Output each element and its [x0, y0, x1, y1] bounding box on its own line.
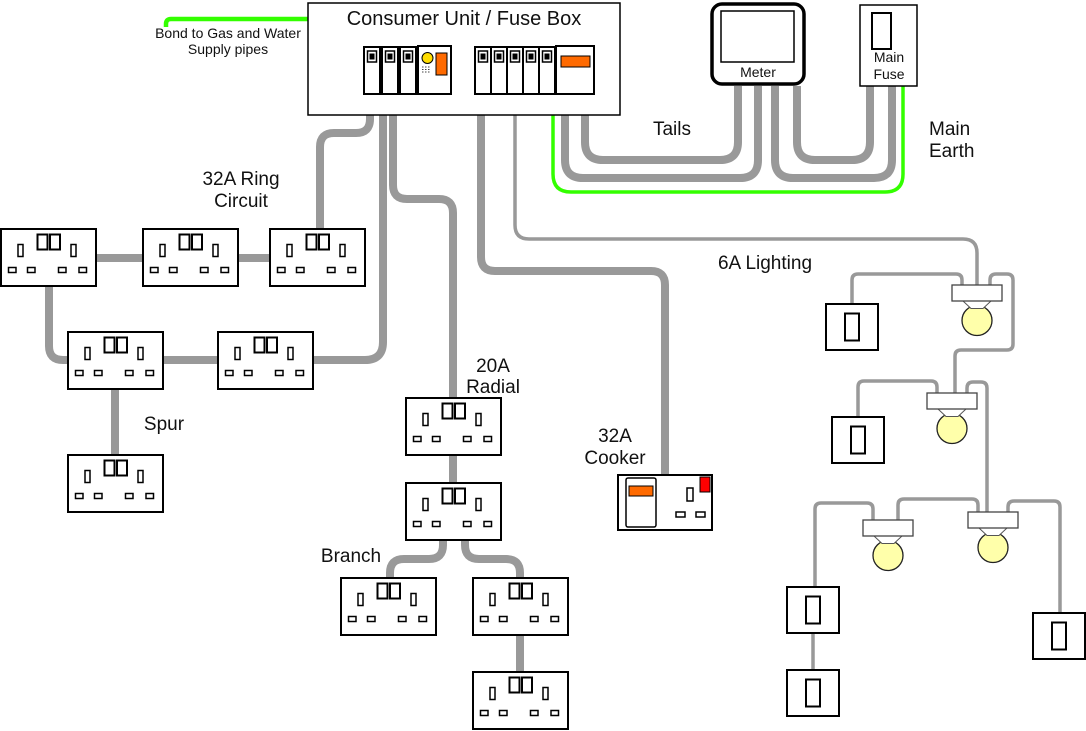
wire-lighting-feed — [513, 115, 979, 285]
consumer-unit: Consumer Unit / Fuse Box — [307, 2, 621, 116]
ceiling-rose-bulb-1 — [951, 284, 1003, 337]
wire-rose1-rose2 — [953, 272, 1015, 393]
double-socket-ring-2 — [142, 228, 239, 287]
breaker-icon — [522, 46, 540, 95]
light-switch-4 — [786, 669, 840, 717]
label-radial-1: 20A — [476, 356, 510, 377]
label-cooker-2: Cooker — [584, 448, 646, 469]
double-socket-branch-2 — [472, 577, 569, 636]
consumer-unit-title: Consumer Unit / Fuse Box — [347, 8, 582, 30]
double-socket-ring-5 — [217, 331, 314, 390]
light-switch-5 — [1032, 612, 1086, 660]
rcd-switch — [435, 52, 448, 76]
main-fuse-label-1: Main — [874, 49, 904, 65]
cooker-switch-rocker — [628, 485, 654, 497]
breaker-icon — [399, 46, 417, 95]
wire-rose2-rose4 — [965, 380, 989, 512]
breaker-icon — [363, 46, 381, 95]
labels: Bond to Gas and Water Supply pipes Tails… — [144, 25, 974, 567]
breaker-icon — [490, 46, 508, 95]
double-socket-radial-2 — [405, 482, 502, 541]
label-spur: Spur — [144, 414, 185, 435]
wire-ring-feed — [316, 115, 374, 229]
double-socket-ring-1 — [0, 228, 97, 287]
wire-ring-return — [313, 115, 387, 364]
cooker-neon-indicator — [699, 476, 711, 493]
double-socket-branch-1 — [340, 577, 437, 636]
wire-cooker-feed — [477, 115, 669, 475]
meter-label: Meter — [740, 64, 776, 80]
label-cooker-1: 32A — [598, 426, 632, 447]
wire-main-earth — [551, 86, 905, 194]
wire-branch-right — [461, 540, 524, 578]
label-branch: Branch — [321, 546, 381, 567]
breaker-icon — [506, 46, 524, 95]
wire-branch-left — [386, 540, 447, 578]
cooker-control-unit — [617, 474, 713, 531]
meter: Meter — [710, 2, 806, 86]
power-wires — [45, 86, 896, 672]
wire-tail-meter-fuse-outer — [771, 86, 896, 182]
wire-bonding — [163, 16, 308, 27]
double-socket-radial-1 — [405, 397, 502, 456]
ceiling-rose-bulb-2 — [926, 392, 978, 445]
ceiling-rose-bulb-4 — [967, 511, 1019, 564]
label-radial-2: Radial — [466, 377, 520, 398]
label-lighting: 6A Lighting — [718, 253, 812, 274]
wire-ring-drop — [45, 286, 68, 364]
label-bonding-1: Bond to Gas and Water — [155, 25, 301, 41]
cooker-switch — [625, 477, 657, 528]
label-ring-1: 32A Ring — [202, 169, 279, 190]
light-switch-2 — [831, 416, 885, 464]
ceiling-rose-bulb-3 — [862, 519, 914, 572]
label-main-earth-1: Main — [929, 119, 970, 140]
label-ring-2: Circuit — [214, 191, 269, 212]
wire-tail-cu-meter-inner — [581, 86, 742, 164]
double-socket-ring-4 — [67, 331, 164, 390]
rcd-unit-icon — [417, 45, 452, 95]
main-fuse: Main Fuse — [859, 4, 918, 87]
label-tails: Tails — [653, 119, 691, 140]
label-bonding-2: Supply pipes — [188, 41, 268, 57]
wire-switch5-drop — [1006, 499, 1062, 613]
wire-tail-cu-meter-outer — [561, 86, 762, 182]
wire-switch3-drop — [813, 501, 875, 587]
wire-rose4-rose3 — [896, 497, 980, 520]
double-socket-ring-3 — [269, 228, 366, 287]
main-switch-icon — [555, 45, 595, 95]
breaker-icon — [381, 46, 399, 95]
breaker-icon — [538, 46, 556, 95]
light-switch-1 — [825, 303, 879, 351]
double-socket-spur — [67, 454, 164, 513]
rcd-test-button — [421, 52, 434, 64]
breaker-icon — [474, 46, 492, 95]
main-fuse-label-2: Fuse — [873, 66, 904, 82]
wire-tail-meter-fuse-inner — [793, 86, 874, 164]
label-main-earth-2: Earth — [929, 141, 974, 162]
light-switch-3 — [786, 586, 840, 634]
wire-radial-feed — [389, 115, 457, 398]
meter-display — [720, 10, 795, 63]
wire-switch1-drop — [850, 272, 964, 304]
double-socket-branch-3 — [472, 671, 569, 730]
fuse-carrier — [871, 12, 892, 50]
lighting-wires — [513, 115, 1062, 670]
wire-switch2-drop — [856, 379, 939, 417]
